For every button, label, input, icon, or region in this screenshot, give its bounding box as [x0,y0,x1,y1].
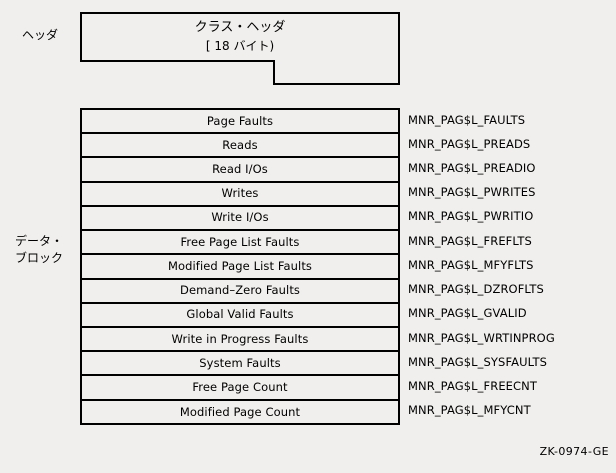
symbol-name-list: MNR_PAG$L_FAULTS MNR_PAG$L_PREADS MNR_PA… [408,108,608,425]
table-row: System Faults [82,352,398,377]
datablock-section-label: データ・ ブロック [14,234,63,265]
list-item: MNR_PAG$L_DZROFLTS [408,278,608,302]
field-name: Modified Page List Faults [167,258,313,273]
table-row: Global Valid Faults [82,304,398,328]
table-row: Read I/Os [82,158,398,183]
symbol-name: MNR_PAG$L_PREADIO [408,161,536,176]
symbol-name: MNR_PAG$L_FREFLTS [408,233,532,248]
table-row: Modified Page Count [82,401,398,425]
field-name: Free Page List Faults [180,234,300,249]
class-header-step-joint [275,58,398,63]
list-item: MNR_PAG$L_MFYCNT [408,399,608,423]
list-item: MNR_PAG$L_PWRITIO [408,205,608,229]
symbol-name: MNR_PAG$L_FAULTS [408,112,526,127]
symbol-name: MNR_PAG$L_FREECNT [408,379,538,394]
field-name: Write I/Os [211,210,269,225]
table-row: Free Page List Faults [82,231,398,256]
symbol-name: MNR_PAG$L_SYSFAULTS [408,354,548,369]
class-header-upper-band [80,12,400,62]
class-header-text-group: クラス・ヘッダ [ 18 バイト) [80,19,400,55]
table-row: Page Faults [82,110,398,135]
list-item: MNR_PAG$L_GVALID [408,302,608,326]
table-row: Modified Page List Faults [82,255,398,280]
field-name: Read I/Os [212,162,268,177]
figure-id-label: ZK-0974-GE [539,445,609,458]
table-row: Write I/Os [82,207,398,232]
list-item: MNR_PAG$L_PWRITES [408,181,608,205]
field-name: Free Page Count [192,380,288,395]
field-name: Write in Progress Faults [171,331,309,346]
field-name: Writes [221,186,259,201]
symbol-name: MNR_PAG$L_PREADS [408,136,531,151]
symbol-name: MNR_PAG$L_PWRITES [408,185,536,200]
header-section-label: ヘッダ [21,28,58,42]
field-name: Demand–Zero Faults [179,283,301,298]
symbol-name: MNR_PAG$L_DZROFLTS [408,282,544,297]
symbol-name: MNR_PAG$L_MFYCNT [408,403,531,418]
field-name: Reads [222,137,258,152]
class-header-lower-step [273,60,400,85]
symbol-name: MNR_PAG$L_WRTINPROG [408,330,555,345]
class-header-size-note: [ 18 バイト) [205,39,275,53]
field-name: Global Valid Faults [186,307,294,322]
symbol-name: MNR_PAG$L_PWRITIO [408,209,534,224]
table-row: Writes [82,183,398,207]
class-header-box: クラス・ヘッダ [ 18 バイト) [80,12,400,85]
list-item: MNR_PAG$L_FREECNT [408,374,608,398]
list-item: MNR_PAG$L_MFYFLTS [408,253,608,277]
table-row: Write in Progress Faults [82,328,398,353]
field-name: Modified Page Count [179,405,301,420]
table-row: Demand–Zero Faults [82,280,398,304]
field-name: System Faults [199,355,281,370]
table-row: Free Page Count [82,376,398,401]
datablock-table: Page Faults Reads Read I/Os Writes Write… [80,108,400,425]
list-item: MNR_PAG$L_PREADS [408,132,608,156]
list-item: MNR_PAG$L_FAULTS [408,108,608,132]
list-item: MNR_PAG$L_PREADIO [408,156,608,180]
list-item: MNR_PAG$L_SYSFAULTS [408,350,608,374]
list-item: MNR_PAG$L_WRTINPROG [408,326,608,350]
list-item: MNR_PAG$L_FREFLTS [408,229,608,253]
field-name: Page Faults [206,113,274,128]
class-header-title: クラス・ヘッダ [194,20,286,35]
symbol-name: MNR_PAG$L_GVALID [408,306,527,321]
table-row: Reads [82,134,398,159]
symbol-name: MNR_PAG$L_MFYFLTS [408,257,534,272]
